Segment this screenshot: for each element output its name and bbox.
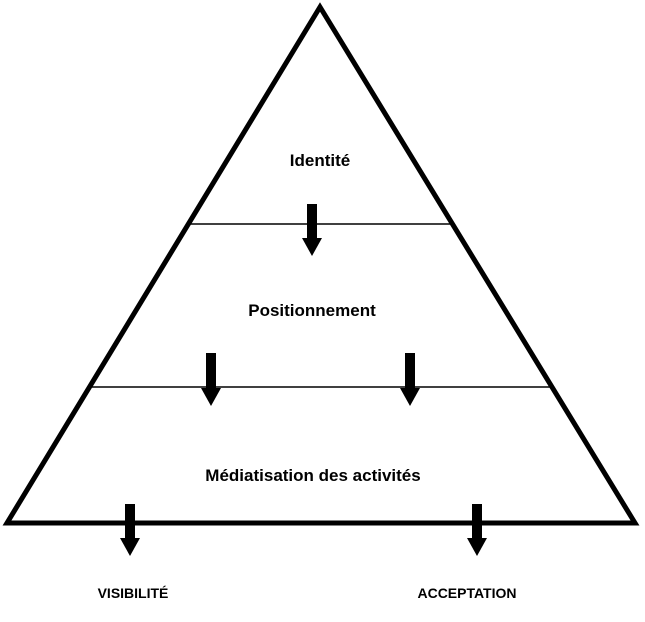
arrow-down-identite xyxy=(302,204,322,256)
arrow-down-visibilite xyxy=(120,504,140,556)
arrow-down-positionnement-right xyxy=(400,353,420,406)
arrow-down-positionnement-left xyxy=(201,353,221,406)
outcome-label-acceptation: ACCEPTATION xyxy=(417,585,516,601)
level-label-mediatisation: Médiatisation des activités xyxy=(205,466,420,485)
level-label-positionnement: Positionnement xyxy=(248,301,376,320)
outcome-label-visibilite: VISIBILITÉ xyxy=(98,585,169,601)
pyramid-outline xyxy=(2,2,640,526)
arrow-down-acceptation xyxy=(467,504,487,556)
level-label-identite: Identité xyxy=(290,151,350,170)
